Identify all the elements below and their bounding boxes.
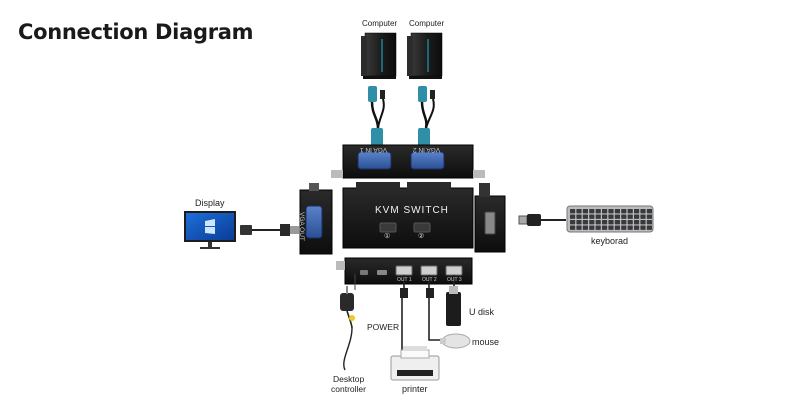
keyboard (566, 205, 654, 233)
keyboard-key (582, 220, 588, 225)
keyboard-key (614, 209, 620, 214)
keyboard-key (608, 209, 614, 214)
keyboard-key (640, 209, 646, 214)
keyboard-key (595, 209, 601, 214)
usb-cable-printer (401, 275, 416, 353)
vga-cable-display (240, 224, 299, 236)
keyboard-key (646, 209, 652, 214)
keyboard-key (621, 209, 627, 214)
keyboard-key (576, 225, 582, 230)
usb-cable-keyboard (518, 214, 566, 226)
printer (390, 346, 440, 381)
keyboard-key (576, 214, 582, 219)
keyboard-key (570, 209, 576, 214)
keyboard-key (582, 225, 588, 230)
keyboard-key (614, 225, 620, 230)
keyboard-key (646, 220, 652, 225)
keyboard-key (589, 225, 595, 230)
keyboard-key (627, 214, 633, 219)
keyboard-key (646, 214, 652, 219)
keyboard-key (640, 214, 646, 219)
keyboard-key (627, 209, 633, 214)
keyboard-key (589, 214, 595, 219)
kvm-left-panel (299, 183, 333, 255)
keyboard-key (646, 225, 652, 230)
kvm-switch-label: KVM SWITCH (375, 205, 449, 216)
out-1-label: OUT 1 (397, 277, 412, 283)
keyboard-key (589, 209, 595, 214)
desktop-controller-label-line2: controller (331, 384, 366, 394)
keyboard-key (602, 220, 608, 225)
keyboard-key (621, 220, 627, 225)
udisk-label: U disk (469, 307, 495, 317)
kvm-button-2: ② (418, 233, 425, 240)
keyboard-key (582, 209, 588, 214)
keyboard-key (621, 225, 627, 230)
display-label: Display (195, 198, 225, 208)
kvm-button-1: ① (384, 233, 391, 240)
keyboard-key (614, 214, 620, 219)
mouse (440, 333, 471, 349)
kvm-bottom-panel (336, 257, 473, 285)
keyboard-key (608, 214, 614, 219)
keyboard-key (621, 214, 627, 219)
keyboard-key (627, 225, 633, 230)
computer-2-label: Computer (409, 19, 445, 28)
computer-1 (361, 32, 397, 79)
vga-out-label: VGA OUT (298, 212, 305, 241)
keyboard-key (608, 220, 614, 225)
keyboard-key (582, 214, 588, 219)
out-3-label: OUT 3 (447, 277, 462, 283)
kvm-right-panel (474, 183, 506, 253)
keyboard-key (634, 225, 640, 230)
keyboard-key (614, 220, 620, 225)
computer-1-label: Computer (362, 19, 398, 28)
kvm-back-panel (331, 144, 485, 179)
keyboard-key (602, 225, 608, 230)
keyboard-key (602, 214, 608, 219)
keyboard-key (595, 220, 601, 225)
out-2-label: OUT 2 (422, 277, 437, 283)
mouse-label: mouse (472, 337, 500, 347)
keyboard-key (640, 220, 646, 225)
keyboard-key (608, 225, 614, 230)
power-adapter (340, 274, 356, 371)
keyboard-key (627, 220, 633, 225)
keyboard-key (570, 214, 576, 219)
keyboard-key (576, 209, 582, 214)
keyboard-key (595, 214, 601, 219)
kvm-front-panel (342, 182, 474, 249)
keyboard-key (576, 220, 582, 225)
vga-in-1-label: VGA IN 1 (360, 146, 388, 153)
vga-cable-1 (368, 86, 385, 146)
power-label: POWER (367, 322, 400, 332)
keyboard-key (595, 225, 601, 230)
keyboard-key (640, 225, 646, 230)
keyboard-key (570, 220, 576, 225)
u-disk (446, 286, 461, 326)
keyboard-key (634, 209, 640, 214)
diagram-title: Connection Diagram (18, 20, 254, 44)
keyboard-key (602, 209, 608, 214)
desktop-controller-label-line1: Desktop (333, 374, 365, 384)
keyboard-key (589, 220, 595, 225)
keyboard-key (634, 214, 640, 219)
keyboard-key (634, 220, 640, 225)
vga-cable-2 (418, 86, 435, 146)
vga-in-2-label: VGA IN 2 (413, 146, 441, 153)
keyboard-label: keyborad (591, 236, 629, 246)
display-monitor (184, 211, 236, 249)
usb-cable-mouse (428, 275, 440, 341)
keyboard-key (570, 225, 576, 230)
computer-2 (407, 32, 443, 79)
printer-label: printer (402, 384, 428, 394)
